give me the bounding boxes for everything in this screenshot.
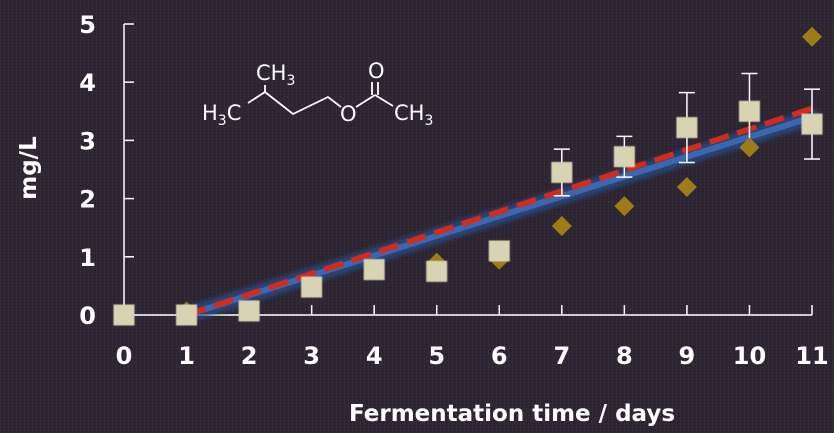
y-tick-label: 2 [79,186,96,214]
data-point-square [176,304,198,326]
data-markers [113,26,823,326]
data-point-square [551,161,573,183]
x-tick-label: 7 [553,342,570,370]
data-point-square [238,300,260,322]
data-point-square [113,304,135,326]
data-point-square [426,260,448,282]
y-tick-label: 5 [79,11,96,39]
data-point-square [613,146,635,168]
trendline-blue [183,114,815,318]
x-tick-label: 10 [733,342,766,370]
isoamyl-acetate-structure: CH3 H3C O O CH3 [202,59,433,129]
y-tick-label: 3 [79,127,96,155]
structure-bonds [247,90,342,116]
data-point-diamond [676,176,697,197]
y-tick-label: 1 [79,244,96,272]
data-point-diamond [739,137,760,158]
data-point-square [801,113,823,135]
x-tick-label: 4 [366,342,383,370]
x-tick-label: 1 [178,342,195,370]
structure-label-h3c: H3C [202,101,241,129]
x-tick-label: 2 [241,342,258,370]
structure-label-ch3-right: CH3 [394,101,433,129]
x-tick-label: 3 [303,342,320,370]
y-tick-label: 0 [79,302,96,330]
axes: 0 1 2 3 4 5 0 1 2 3 4 5 6 7 8 9 10 11 [79,11,828,370]
y-axis-title: mg/L [16,136,42,200]
data-point-square [301,276,323,298]
trendline-red-dashed [185,105,813,318]
x-tick-label: 9 [679,342,696,370]
structure-label-o-ester: O [340,102,357,126]
x-tick-label: 11 [795,342,828,370]
structure-bond-acetyl [374,94,394,107]
data-point-square [738,100,760,122]
structure-bond-ester [355,94,376,108]
x-tick-label: 8 [616,342,633,370]
data-point-square [488,240,510,262]
data-point-diamond [802,26,822,47]
x-tick-label: 5 [428,342,445,370]
structure-label-ch3-top: CH3 [256,61,295,89]
x-axis-title: Fermentation time / days [349,401,675,427]
x-tick-label: 0 [116,342,133,370]
trendlines [178,105,820,323]
data-point-diamond [551,215,572,236]
data-point-square [363,259,385,281]
x-tick-label: 6 [491,342,508,370]
data-point-diamond [614,196,635,217]
structure-label-o-carbonyl: O [368,59,385,83]
y-tick-label: 4 [79,69,96,97]
data-point-square [676,117,698,139]
